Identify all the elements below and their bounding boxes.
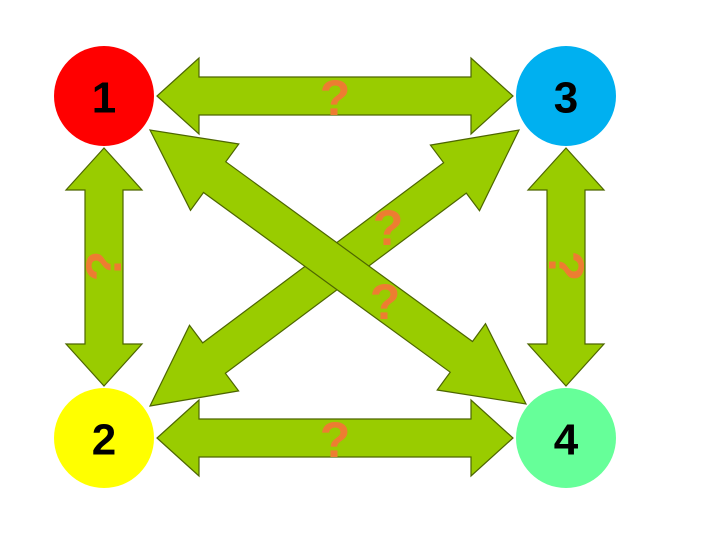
node-3: 3 <box>516 46 616 146</box>
node-circle-1 <box>54 46 154 146</box>
node-4: 4 <box>516 388 616 488</box>
node-label-1: 1 <box>92 74 116 123</box>
double-arrow-3-4 <box>526 147 606 387</box>
double-arrow-1-3 <box>156 56 514 136</box>
node-label-4: 4 <box>554 416 579 465</box>
edge-label-2-4: ? <box>320 412 351 468</box>
node-circle-4 <box>516 388 616 488</box>
node-2: 2 <box>54 388 154 488</box>
edge-label-1-4: ? <box>370 274 401 330</box>
edge-labels-layer: ?????? <box>76 70 594 468</box>
edge-label-3-4: ? <box>538 251 594 282</box>
node-label-2: 2 <box>92 416 116 465</box>
edge-label-1-3: ? <box>320 70 351 126</box>
node-circle-2 <box>54 388 154 488</box>
nodes-layer: 1 2 3 4 <box>54 46 616 488</box>
node-label-3: 3 <box>554 74 578 123</box>
node-1: 1 <box>54 46 154 146</box>
edge-label-2-3: ? <box>373 200 404 256</box>
double-arrow-1-4 <box>148 129 528 405</box>
double-arrow-1-2 <box>64 147 144 387</box>
edge-label-1-2: ? <box>76 251 132 282</box>
node-circle-3 <box>516 46 616 146</box>
edges-layer <box>64 56 606 478</box>
double-arrow-2-4 <box>156 398 514 478</box>
